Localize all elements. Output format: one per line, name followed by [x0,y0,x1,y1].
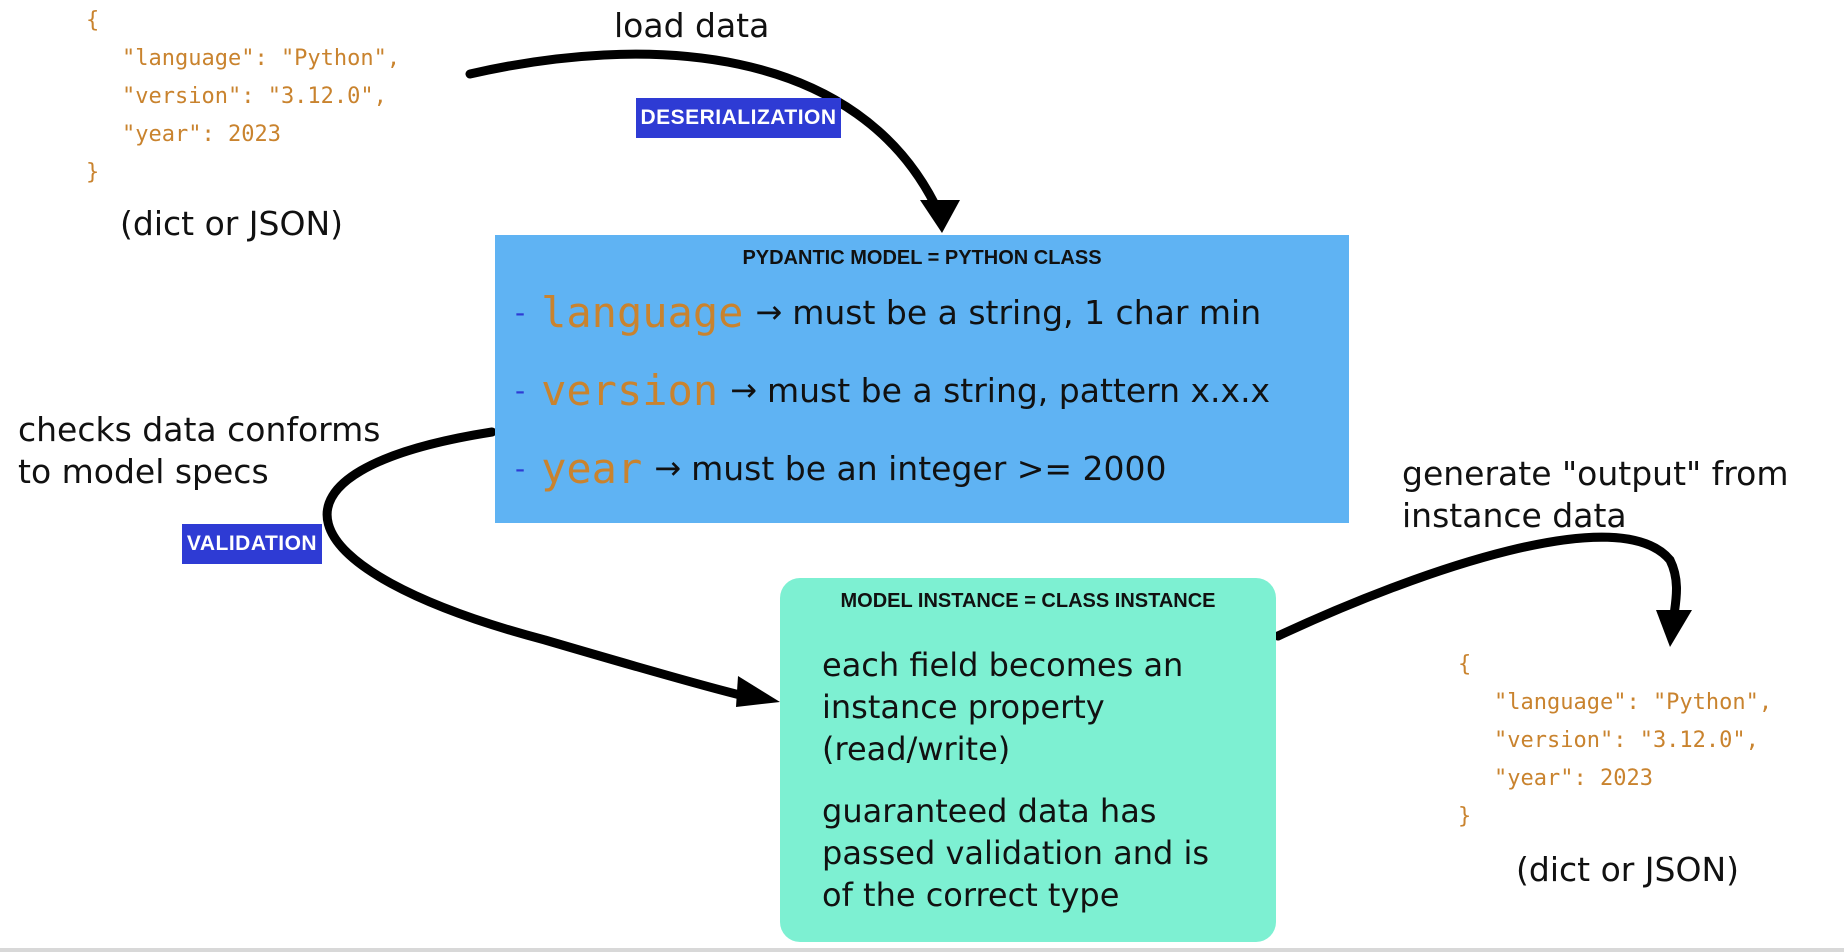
field-rule-language: must be a string, 1 char min [792,292,1262,332]
field-row-version: - version → must be a string, pattern x.… [515,365,1270,415]
field-bullet: - [515,373,526,407]
input-json-caption: (dict or JSON) [120,204,344,243]
validation-arrow [322,427,745,700]
output-label-line1: generate "output" from [1402,454,1789,493]
guaranteed-data-text-line2: passed validation and is [822,834,1210,872]
output-json-line-language: "language": "Python", [1494,690,1773,715]
validation-label-line2: to model specs [18,452,269,491]
field-bullet: - [515,295,526,329]
load-data-label: load data [614,6,770,45]
field-row-language: - language → must be a string, 1 char mi… [515,287,1261,337]
input-json-open-brace: { [86,8,100,33]
model-instance-box: MODEL INSTANCE = CLASS INSTANCE each fie… [780,578,1276,942]
instance-property-text-line3: (read/write) [822,730,1011,768]
field-bullet: - [515,451,526,485]
output-json-line-year: "year": 2023 [1494,766,1653,791]
validation-tag: VALIDATION [182,524,322,564]
right-arrow-icon: → [730,371,757,409]
output-json-line-version: "version": "3.12.0", [1494,728,1759,753]
output-json-close-brace: } [1458,804,1472,829]
load-data-arrowhead [920,200,960,233]
input-json-close-brace: } [86,160,100,185]
bottom-divider [0,948,1844,952]
pydantic-model-title: PYDANTIC MODEL = PYTHON CLASS [742,247,1102,269]
validation-label-line1: checks data conforms [18,410,381,449]
deserialization-tag: DESERIALIZATION [636,98,841,138]
right-arrow-icon: → [755,293,783,331]
validation-arrowhead [736,676,780,707]
field-name-version: version [541,365,719,415]
model-instance-title: MODEL INSTANCE = CLASS INSTANCE [840,590,1216,612]
output-arrowhead [1656,610,1692,647]
field-name-language: language [541,287,744,337]
guaranteed-data-text-line3: of the correct type [822,876,1120,914]
field-rule-version: must be a string, pattern x.x.x [766,370,1271,410]
instance-property-text-line1: each field becomes an [822,646,1184,684]
field-rule-year: must be an integer >= 2000 [691,448,1167,488]
guaranteed-data-text-line1: guaranteed data has [822,792,1157,830]
input-json-line-year: "year": 2023 [122,122,281,147]
input-json-line-language: "language": "Python", [122,46,401,71]
right-arrow-icon: → [654,449,682,487]
load-data-arrow [465,49,945,220]
instance-property-text-line2: instance property [822,688,1105,726]
output-label-line2: instance data [1402,496,1627,535]
output-arrow [1273,532,1681,641]
pydantic-model-box: PYDANTIC MODEL = PYTHON CLASS - language… [495,235,1349,523]
output-json-caption: (dict or JSON) [1516,850,1740,889]
field-row-year: - year → must be an integer >= 2000 [515,443,1167,493]
field-name-year: year [541,443,643,493]
input-json-line-version: "version": "3.12.0", [122,84,387,109]
output-json-open-brace: { [1458,652,1472,677]
